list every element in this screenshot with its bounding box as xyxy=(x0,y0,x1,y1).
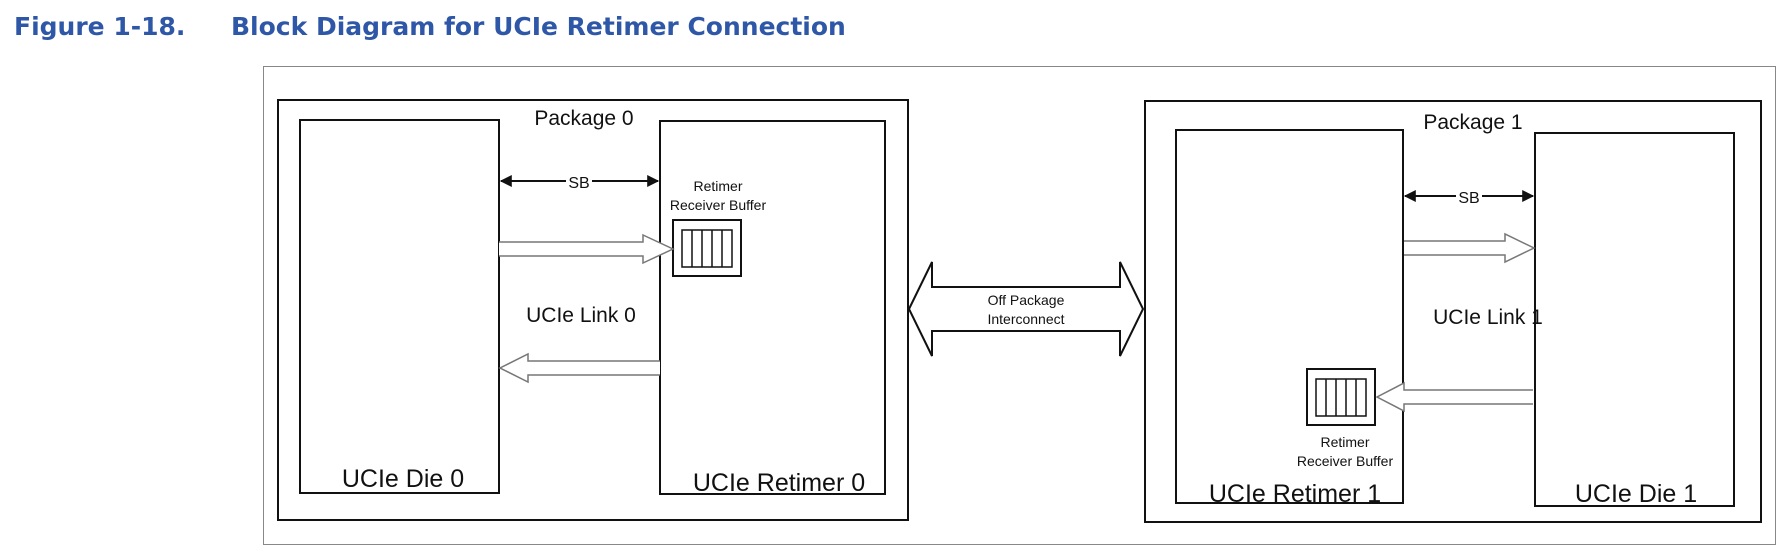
retimer-receiver-buffer-0 xyxy=(672,219,742,277)
retimer-buffer-0-label-line2: Receiver Buffer xyxy=(670,197,767,213)
package-0: Package 0 UCIe Die 0 UCIe Retimer 0 SB R… xyxy=(277,99,909,521)
retimer-buffer-1-label-line1: Retimer xyxy=(1320,434,1369,450)
ucie-retimer-0-label: UCIe Retimer 0 xyxy=(693,469,865,497)
ucie-die-0 xyxy=(299,119,500,494)
package-1: Package 1 UCIe Retimer 1 UCIe Die 1 SB U… xyxy=(1144,100,1762,523)
sideband-label-1: SB xyxy=(1458,190,1479,207)
interconnect-label-line2: Interconnect xyxy=(987,311,1064,327)
ucie-link-0-label: UCIe Link 0 xyxy=(526,304,636,327)
figure-caption: Figure 1-18. Block Diagram for UCIe Reti… xyxy=(14,8,846,44)
tx-arrow-0 xyxy=(499,233,675,265)
outer-frame xyxy=(263,66,1776,545)
ucie-retimer-0 xyxy=(659,120,886,495)
package-0-label: Package 0 xyxy=(534,107,633,130)
interconnect-label-line1: Off Package xyxy=(988,292,1065,308)
ucie-die-1 xyxy=(1534,132,1735,507)
tx-arrow-1 xyxy=(1404,232,1536,264)
ucie-retimer-1-label: UCIe Retimer 1 xyxy=(1209,480,1381,508)
off-package-interconnect: Off Package Interconnect xyxy=(907,261,1145,357)
ucie-die-1-label: UCIe Die 1 xyxy=(1575,480,1697,508)
sideband-label-0: SB xyxy=(568,175,589,192)
retimer-buffer-1-label-line2: Receiver Buffer xyxy=(1297,453,1394,469)
package-1-box xyxy=(1144,100,1762,523)
package-0-box xyxy=(277,99,909,521)
ucie-link-1-label: UCIe Link 1 xyxy=(1433,306,1543,329)
figure-title: Block Diagram for UCIe Retimer Connectio… xyxy=(231,11,846,41)
retimer-receiver-buffer-1 xyxy=(1306,368,1376,426)
rx-arrow-0 xyxy=(498,352,660,384)
ucie-retimer-1 xyxy=(1175,129,1404,504)
figure-number: Figure 1-18. xyxy=(14,11,186,41)
interconnect-double-arrow xyxy=(907,261,1145,357)
package-1-label: Package 1 xyxy=(1423,111,1522,134)
rx-arrow-1 xyxy=(1375,381,1533,413)
retimer-buffer-0-label-line1: Retimer xyxy=(693,178,742,194)
ucie-die-0-label: UCIe Die 0 xyxy=(342,465,464,493)
